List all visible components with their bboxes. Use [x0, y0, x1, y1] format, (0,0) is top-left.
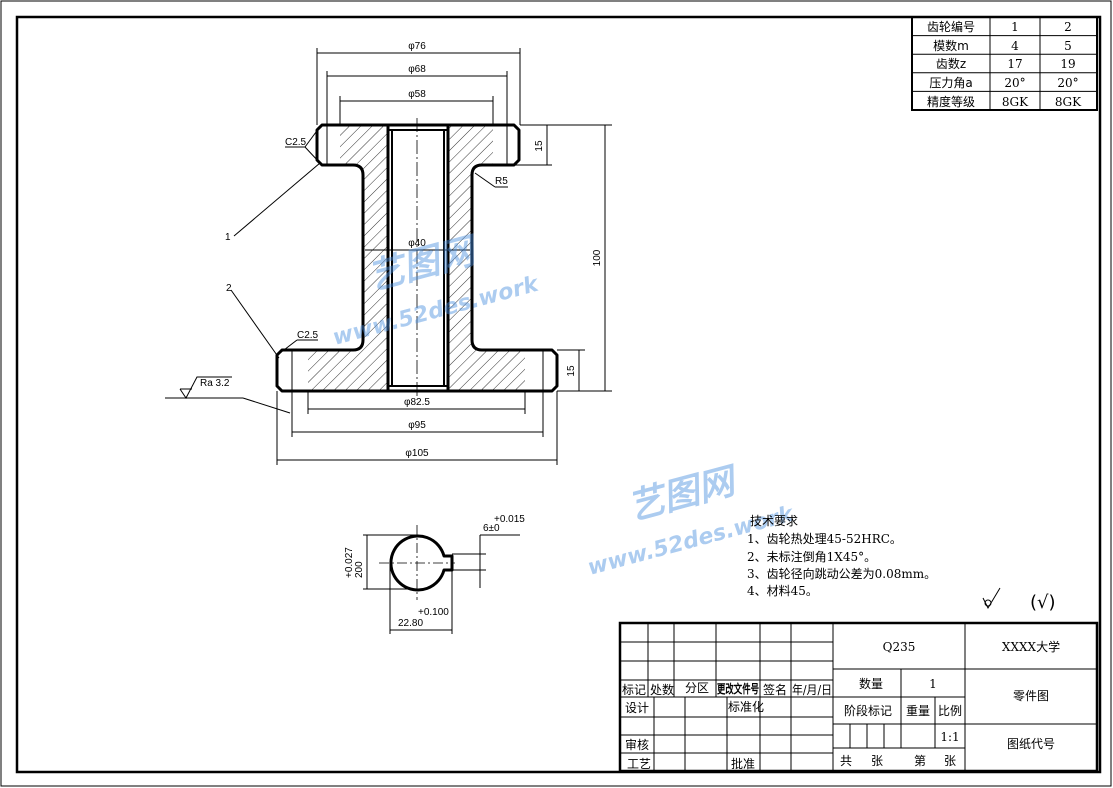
- keyway-outline: [389, 534, 454, 592]
- gear-label: 齿数z: [936, 56, 966, 71]
- dim-d76: φ76: [408, 41, 426, 52]
- tb-sheets2: 张: [944, 754, 956, 768]
- roughness-value: Ra 3.2: [200, 378, 230, 389]
- tb-material: Q235: [883, 640, 916, 654]
- dim-h100: 100: [592, 249, 603, 266]
- dim-key-6: 6±0: [483, 523, 500, 534]
- keyway-section-view: 200 +0.027 22.80 +0.100 6±0 +0.015: [344, 514, 525, 634]
- tb-weight: 重量: [906, 704, 930, 718]
- tb-standardize: 标准化: [728, 700, 764, 714]
- gear-value: 19: [1060, 57, 1075, 71]
- part-outline: [275, 123, 559, 393]
- gear-value: 2: [1064, 20, 1072, 34]
- tb-scale: 1:1: [940, 730, 959, 744]
- gear-label: 齿轮编号: [927, 19, 975, 34]
- surface-roughness-note: (√): [982, 587, 1056, 613]
- chamfer-bottom: C2.5: [297, 330, 319, 341]
- gear-parameter-table: 齿轮编号 1 2 模数m 4 5 齿数z 17 19 压力角a 20° 20° …: [911, 16, 1098, 111]
- tb-header-count: 处数: [650, 682, 674, 697]
- tb-part-name: 零件图: [1013, 689, 1049, 703]
- dim-d105: φ105: [405, 448, 429, 459]
- dim-h15-bot: 15: [566, 365, 577, 377]
- tb-header-zone: 分区: [685, 681, 709, 695]
- gear-label: 精度等级: [927, 94, 975, 109]
- chamfer-top: C2.5: [285, 137, 307, 148]
- dim-d82-5: φ82.5: [404, 397, 430, 408]
- dim-h15-top: 15: [534, 140, 545, 152]
- tb-total: 共: [840, 754, 852, 768]
- gear-value: 17: [1007, 57, 1022, 71]
- gear-value: 8GK: [1055, 95, 1082, 109]
- dim-d95: φ95: [408, 420, 426, 431]
- dim-d58: φ58: [408, 89, 426, 100]
- tech-req-item: 3、齿轮径向跳动公差为0.08mm。: [747, 566, 936, 581]
- tb-qty-label: 数量: [859, 676, 883, 691]
- tb-process: 工艺: [627, 757, 651, 771]
- dim-d68: φ68: [408, 64, 426, 75]
- technical-requirements: 技术要求 1、齿轮热处理45-52HRC。 2、未标注倒角1X45°。 3、齿轮…: [747, 514, 936, 598]
- tb-school: XXXX大学: [1002, 639, 1060, 654]
- title-block: 标记 处数 分区 更改文件号 签名 年/月/日 设计 标准化 审核 工艺 批准 …: [618, 621, 1099, 773]
- tech-req-item: 4、材料45。: [747, 584, 818, 598]
- dim-22-80: 22.80: [398, 618, 423, 629]
- roughness-symbol: Ra 3.2: [165, 376, 291, 414]
- tb-approve: 批准: [731, 756, 755, 771]
- tech-req-item: 1、齿轮热处理45-52HRC。: [747, 532, 902, 546]
- tb-design: 设计: [625, 701, 649, 715]
- gear-value: 4: [1011, 39, 1019, 53]
- dim-22-80-tol: +0.100: [418, 607, 449, 618]
- hatch-right: [448, 125, 525, 391]
- watermark: 艺图网 www.52des.work 艺图网 www.52des.work: [330, 230, 797, 581]
- tech-req-title: 技术要求: [750, 514, 798, 528]
- tb-qty: 1: [929, 677, 937, 691]
- inner-frame: [15, 15, 1102, 774]
- gear-value: 8GK: [1002, 95, 1029, 109]
- dim-key-6-tol: +0.015: [494, 514, 525, 525]
- tb-header-change-doc: 更改文件号: [717, 681, 759, 696]
- tb-stage: 阶段标记: [844, 703, 892, 718]
- gear-value: 20°: [1004, 76, 1025, 90]
- gear-value: 20°: [1057, 76, 1078, 90]
- surface-mark-rest: (√): [1030, 592, 1056, 613]
- tb-scale-label: 比例: [938, 704, 962, 718]
- dim-200-tol: +0.027: [344, 547, 355, 578]
- tb-header-date: 年/月/日: [792, 683, 832, 697]
- leader-1: 1: [225, 232, 231, 243]
- tb-drawing-no: 图纸代号: [1007, 737, 1055, 751]
- gear-label: 模数m: [933, 38, 969, 53]
- leader-2: 2: [226, 283, 232, 294]
- tb-sheets: 张: [871, 754, 883, 768]
- tb-sheet-no: 第: [914, 754, 926, 768]
- dim-200: 200: [354, 561, 365, 578]
- gear-value: 1: [1011, 20, 1019, 34]
- radius-r5: R5: [495, 176, 508, 187]
- gear-label: 压力角a: [929, 76, 972, 90]
- dim-d40: φ40: [408, 238, 426, 249]
- tb-header-sign: 签名: [763, 682, 787, 697]
- tb-header-mark: 标记: [622, 683, 646, 697]
- hatch-left: [308, 125, 388, 391]
- tb-review: 审核: [625, 737, 649, 752]
- tech-req-item: 2、未标注倒角1X45°。: [747, 549, 876, 564]
- main-section-view: φ76 φ68 φ58 φ40 φ82.5 φ95 φ105 15 100 15…: [165, 41, 612, 465]
- gear-value: 5: [1064, 39, 1072, 53]
